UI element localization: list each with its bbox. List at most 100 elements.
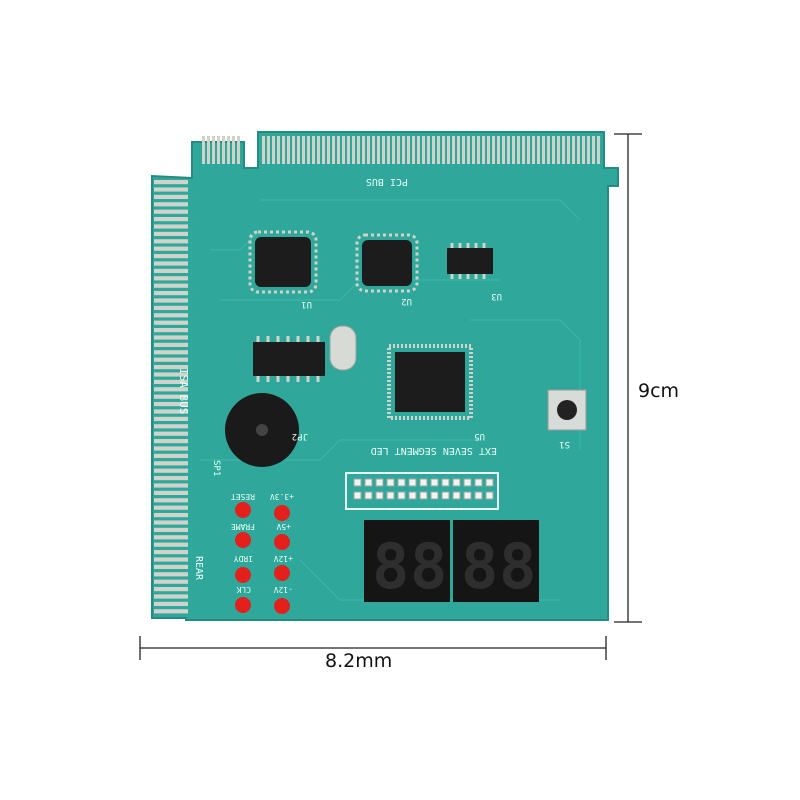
width-dimension-label: 8.2mm [325, 650, 393, 672]
pci-contact [302, 136, 305, 164]
u2-label: U2 [401, 296, 412, 306]
pci-contact [487, 136, 490, 164]
pci-contact [502, 136, 505, 164]
pci-contact [422, 136, 425, 164]
isa-contact [154, 416, 188, 421]
pci-contact [212, 136, 215, 164]
isa-contact [154, 594, 188, 599]
header-pin [463, 478, 472, 487]
isa-contact [154, 513, 188, 518]
led-label-clk: CLK [236, 585, 251, 594]
isa-contact [154, 313, 188, 318]
isa-contact [154, 209, 188, 214]
pci-contact [527, 136, 530, 164]
isa-contact [154, 409, 188, 414]
header-pin [419, 491, 428, 500]
isa-contact [154, 342, 188, 347]
header-pin [452, 491, 461, 500]
pci-contact [592, 136, 595, 164]
pci-contact [477, 136, 480, 164]
pci-contact [352, 136, 355, 164]
header-pin [474, 491, 483, 500]
pci-contact [222, 136, 225, 164]
pci-contact [577, 136, 580, 164]
header-pin [463, 491, 472, 500]
pci-contact [372, 136, 375, 164]
isa-contact [154, 231, 188, 236]
u3-label: U3 [491, 291, 502, 301]
isa-contact [154, 246, 188, 251]
pci-contact [557, 136, 560, 164]
chip-u3 [447, 243, 493, 279]
height-dimension-line [614, 133, 642, 623]
pci-contact [272, 136, 275, 164]
isa-contact [154, 224, 188, 229]
header-pin [408, 478, 417, 487]
pci-contact [472, 136, 475, 164]
isa-contact [154, 542, 188, 547]
isa-contact [154, 187, 188, 192]
pci-contact [292, 136, 295, 164]
isa-contact [154, 453, 188, 458]
header-pin [419, 478, 428, 487]
pci-contact [367, 136, 370, 164]
pci-contact [417, 136, 420, 164]
pci-contact [297, 136, 300, 164]
header-pin [474, 478, 483, 487]
pci-contact [547, 136, 550, 164]
pci-contact [437, 136, 440, 164]
pci-contact [482, 136, 485, 164]
segment-digit: 8 [372, 530, 409, 603]
isa-contact [154, 520, 188, 525]
header-pin [386, 478, 395, 487]
segment-digit: 8 [499, 530, 536, 603]
header-pin [353, 478, 362, 487]
pci-contact [442, 136, 445, 164]
header-pin [408, 491, 417, 500]
led-label-irdy: IRDY [234, 554, 253, 563]
isa-contact [154, 461, 188, 466]
pci-contact [402, 136, 405, 164]
s1-label: S1 [559, 439, 570, 449]
pci-contact [332, 136, 335, 164]
pci-contact [532, 136, 535, 164]
pci-contact [337, 136, 340, 164]
led-label-frame: FRAME [231, 522, 255, 531]
isa-contact [154, 379, 188, 384]
pci-contact [457, 136, 460, 164]
status-leds [235, 502, 290, 614]
isa-contact [154, 601, 188, 606]
header-pin [452, 478, 461, 487]
pci-contact [347, 136, 350, 164]
pci-contact [382, 136, 385, 164]
header-pin [485, 478, 494, 487]
isa-contact [154, 357, 188, 362]
tact-switch-s1 [547, 389, 587, 431]
pci-contact [507, 136, 510, 164]
isa-contact [154, 527, 188, 532]
header-pin [441, 491, 450, 500]
isa-contact [154, 291, 188, 296]
pci-contact [377, 136, 380, 164]
isa-contact [154, 557, 188, 562]
header-pin [397, 478, 406, 487]
pci-contact [412, 136, 415, 164]
isa-contact [154, 328, 188, 333]
isa-contact [154, 276, 188, 281]
pci-contact [227, 136, 230, 164]
isa-contact [154, 365, 188, 370]
pci-contact [202, 136, 205, 164]
isa-contact [154, 202, 188, 207]
header-pin [397, 491, 406, 500]
pci-contact [432, 136, 435, 164]
height-dimension-label: 9cm [638, 380, 680, 402]
chip-qfp-u5 [387, 344, 473, 420]
pci-contact [232, 136, 235, 164]
isa-contact [154, 446, 188, 451]
led-label-5v: +5V [276, 522, 291, 531]
header-pin [485, 491, 494, 500]
pci-contact [467, 136, 470, 164]
isa-gold-contacts [154, 180, 188, 614]
isa-contact [154, 550, 188, 555]
